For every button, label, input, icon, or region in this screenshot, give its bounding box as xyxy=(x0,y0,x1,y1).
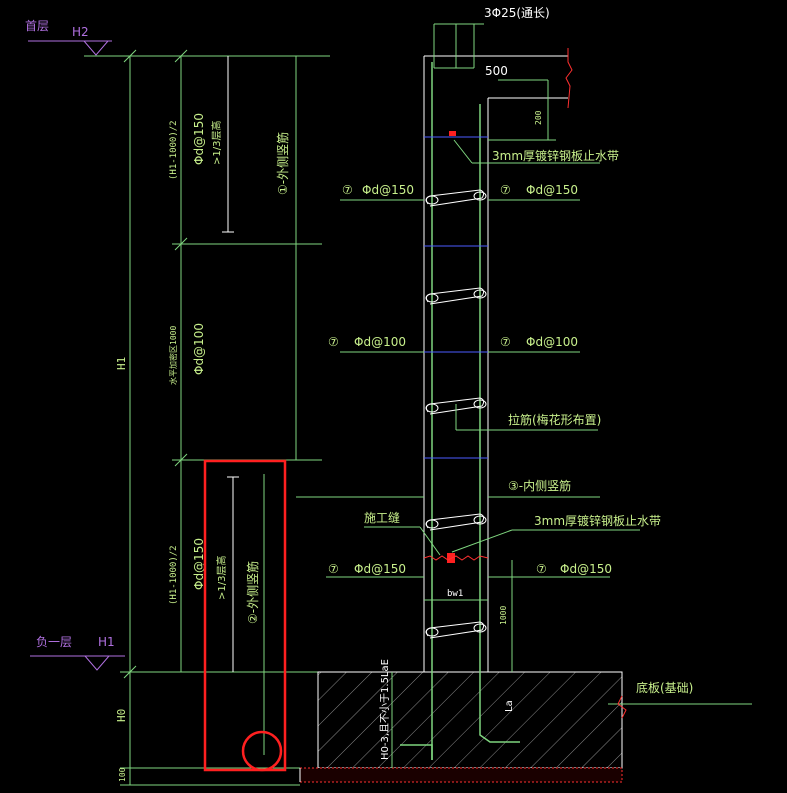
mark-7-lower-left: ⑦ xyxy=(328,562,339,576)
level-marker-top: 首层 H2 xyxy=(25,19,330,57)
base-slab-label: 底板(基础) xyxy=(636,680,693,695)
construction-joint-label: 施工缝 xyxy=(364,510,400,525)
left-dimension-group xyxy=(120,49,330,786)
waterstop-upper-icon xyxy=(449,131,456,136)
tie-hook-right xyxy=(473,515,487,525)
dim-base-small: 100 xyxy=(118,767,127,782)
mark-7-lower-right: ⑦ xyxy=(536,562,547,576)
highlight-circle xyxy=(241,730,283,772)
mark-7-upper-right: ⑦ xyxy=(500,183,511,197)
top-floor-label: 首层 xyxy=(25,19,49,33)
spacing-middle-right: Φd@100 xyxy=(526,335,578,349)
bottom-level-mark: H1 xyxy=(98,635,115,649)
tie-bars xyxy=(425,189,487,639)
spacing-lower-left: Φd@150 xyxy=(354,562,406,576)
tie-hook-left xyxy=(425,627,439,637)
mark-7-upper-left: ⑦ xyxy=(342,183,353,197)
left-upper-third: >1/3层高 xyxy=(210,121,223,165)
mark-7-middle-left: ⑦ xyxy=(328,335,339,349)
outer-bar-lower-label: ②-外侧竖筋 xyxy=(245,561,260,624)
top-level-mark: H2 xyxy=(72,25,89,39)
la-label: La xyxy=(504,700,515,712)
spacing-upper-left: Φd@150 xyxy=(362,183,414,197)
dim-upper-segment: (H1-1000)/2 xyxy=(169,120,179,180)
dim-500: 500 xyxy=(485,64,508,78)
spacing-upper-right: Φd@150 xyxy=(526,183,578,197)
dim-total-height: H1 xyxy=(115,357,128,370)
top-bars-label: 3Φ25(通长) xyxy=(484,6,550,20)
spacing-lower-right: Φd@150 xyxy=(560,562,612,576)
tie-hook-right xyxy=(473,289,487,299)
left-middle-spacing: Φd@100 xyxy=(192,323,206,375)
highlight-rectangle xyxy=(203,459,287,772)
tie-hook-left xyxy=(425,403,439,413)
tie-hook-left xyxy=(425,293,439,303)
level-marker-bottom: 负一层 H1 xyxy=(30,635,125,671)
left-upper-spacing: Φd@150 xyxy=(192,113,206,165)
bottom-floor-label: 负一层 xyxy=(36,635,72,649)
left-lower-third: >1/3层高 xyxy=(215,556,228,600)
tie-hook-left xyxy=(425,195,439,205)
tie-hook-left xyxy=(425,519,439,529)
wall-outline xyxy=(423,55,568,672)
mark-7-middle-right: ⑦ xyxy=(500,335,511,349)
vertical-bars xyxy=(400,62,520,760)
horizontal-reference-lines xyxy=(424,136,488,459)
dim-middle-segment: 水平加密区1000 xyxy=(168,326,178,385)
spacing-middle-left: Φd@100 xyxy=(354,335,406,349)
left-lower-spacing: Φd@150 xyxy=(192,538,206,590)
waterstop-upper-label: 3mm厚镀锌钢板止水带 xyxy=(492,149,619,163)
waterstop-lower-label: 3mm厚镀锌钢板止水带 xyxy=(534,514,661,528)
dim-1000: 1000 xyxy=(499,606,508,625)
dim-200: 200 xyxy=(534,110,543,125)
tie-bar-label: 拉筋(梅花形布置) xyxy=(508,412,601,427)
anchorage-label: H0-3,且不小于1.5LaE xyxy=(379,659,391,760)
tie-hook-right xyxy=(473,399,487,409)
dim-lower-segment: (H1-1000)/2 xyxy=(169,545,179,605)
base-slab xyxy=(299,671,623,783)
inner-bar-label: ③-内侧竖筋 xyxy=(508,478,571,493)
outer-bar-upper-label: ①-外侧竖筋 xyxy=(275,132,290,195)
wall-width-label: bw1 xyxy=(447,589,463,599)
tie-hook-right xyxy=(473,191,487,201)
dim-base-height: H0 xyxy=(115,709,128,722)
tie-hook-right xyxy=(473,623,487,633)
